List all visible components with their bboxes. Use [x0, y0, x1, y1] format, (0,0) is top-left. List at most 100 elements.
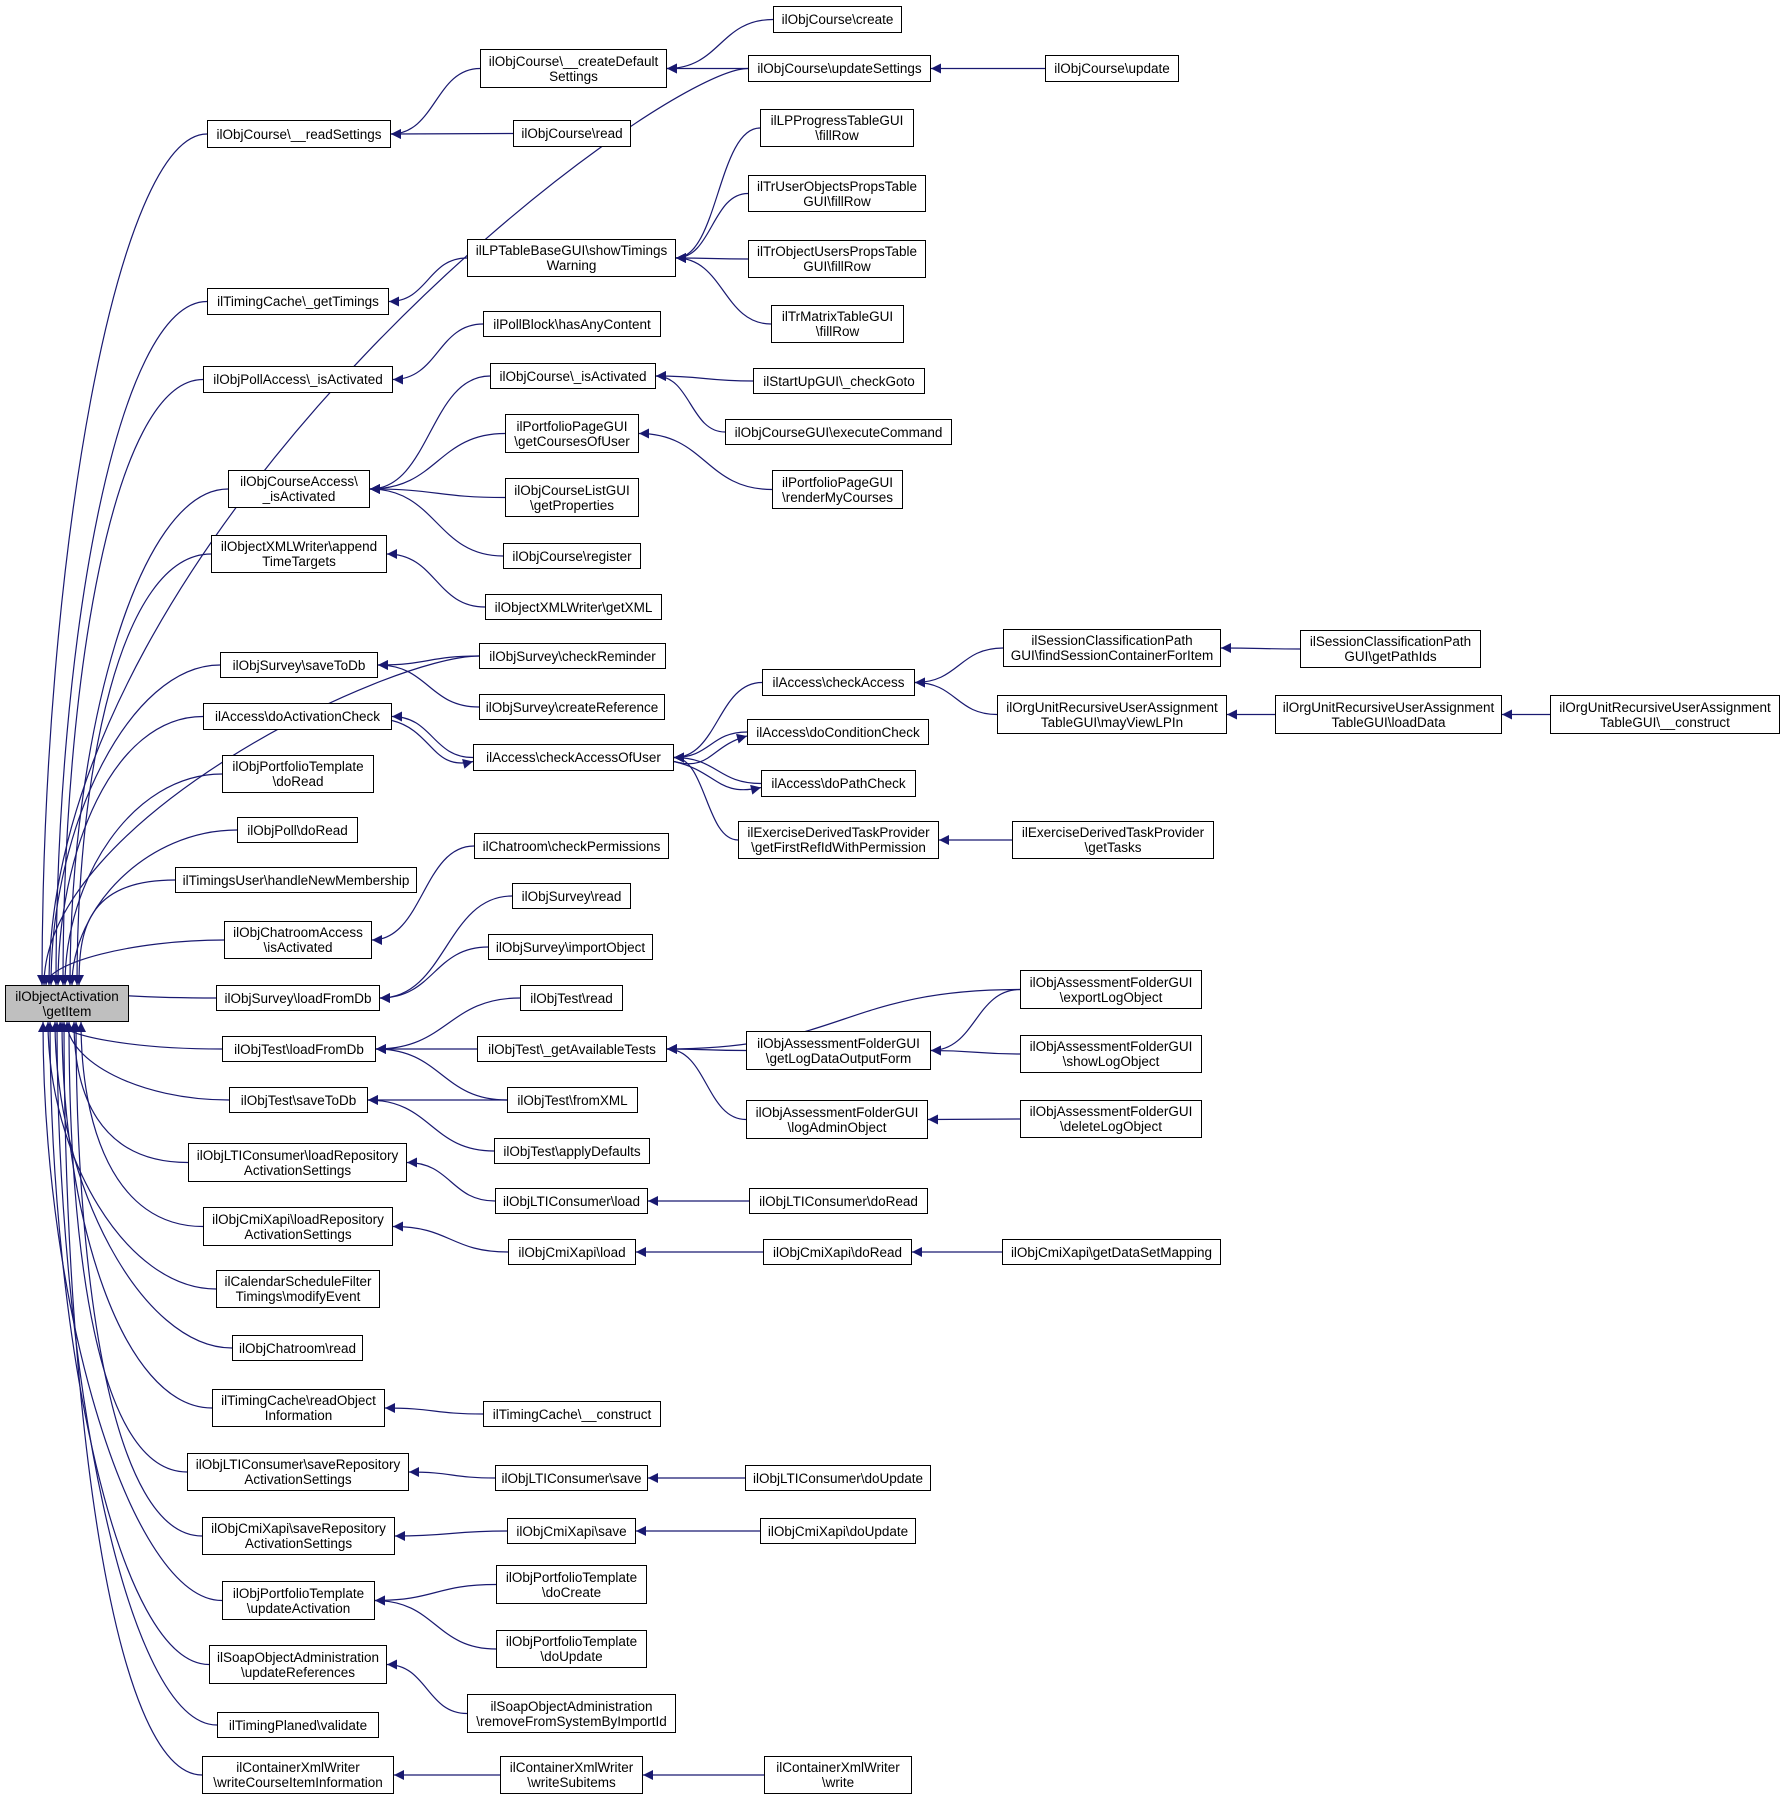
function-node[interactable]: ilObjCourse\register [503, 543, 641, 569]
function-node[interactable]: ilObjCourse\create [773, 6, 902, 33]
function-node[interactable]: ilTimingCache\__construct [483, 1401, 661, 1427]
function-node[interactable]: ilObjCourseGUI\executeCommand [725, 419, 952, 445]
function-node[interactable]: ilObjAssessmentFolderGUI\showLogObject [1020, 1035, 1202, 1073]
function-node[interactable]: ilObjLTIConsumer\save [495, 1465, 648, 1491]
function-node[interactable]: ilTimingsUser\handleNewMembership [175, 867, 417, 893]
function-node[interactable]: ilObjCourseAccess\_isActivated [228, 470, 370, 508]
node-label: ilObjSurvey\read [522, 889, 622, 904]
function-node[interactable]: ilObjCourse\read [513, 120, 631, 147]
function-node[interactable]: ilObjAssessmentFolderGUI\logAdminObject [746, 1100, 928, 1139]
function-node[interactable]: ilPollBlock\hasAnyContent [483, 311, 661, 337]
node-label-line: Settings [549, 68, 598, 84]
function-node[interactable]: ilAccess\checkAccessOfUser [473, 744, 674, 771]
function-node[interactable]: ilObjSurvey\createReference [479, 694, 665, 720]
call-edge [374, 1583, 497, 1606]
function-node[interactable]: ilObjectXMLWriter\getXML [485, 594, 662, 620]
function-node[interactable]: ilObjCmiXapi\getDataSetMapping [1002, 1239, 1221, 1265]
node-label-line: ilOrgUnitRecursiveUserAssignment [1006, 699, 1218, 715]
function-node[interactable]: ilContainerXmlWriter\writeCourseItemInfo… [202, 1756, 394, 1794]
node-label: ilObjCourse\__readSettings [216, 127, 381, 142]
root-function-node[interactable]: ilObjectActivation\getItem [5, 985, 129, 1022]
function-node[interactable]: ilObjCmiXapi\load [508, 1239, 636, 1265]
function-node[interactable]: ilTimingCache\_getTimings [207, 288, 389, 315]
function-node[interactable]: ilObjCmiXapi\doRead [763, 1239, 912, 1265]
function-node[interactable]: ilObjCourse\__readSettings [207, 120, 391, 148]
function-node[interactable]: ilSoapObjectAdministration\removeFromSys… [467, 1694, 676, 1733]
function-node[interactable]: ilObjPoll\doRead [237, 817, 358, 843]
function-node[interactable]: ilObjSurvey\importObject [488, 934, 653, 960]
node-label-line: ilLPProgressTableGUI [770, 113, 904, 128]
function-node[interactable]: ilObjAssessmentFolderGUI\deleteLogObject [1020, 1100, 1202, 1138]
function-node[interactable]: ilObjCourse\update [1045, 55, 1179, 82]
node-label-line: _isActivated [262, 489, 336, 504]
function-node[interactable]: ilObjPortfolioTemplate\doRead [222, 755, 374, 793]
node-label: ilObjCourseAccess\_isActivated [240, 474, 358, 504]
function-node[interactable]: ilPortfolioPageGUI\renderMyCourses [772, 470, 903, 509]
function-node[interactable]: ilChatroom\checkPermissions [474, 833, 669, 859]
function-node[interactable]: ilAccess\doConditionCheck [747, 719, 929, 745]
node-label: ilStartUpGUI\_checkGoto [763, 374, 915, 389]
function-node[interactable]: ilObjTest\read [520, 985, 623, 1011]
function-node[interactable]: ilObjAssessmentFolderGUI\getLogDataOutpu… [746, 1031, 931, 1070]
function-node[interactable]: ilObjLTIConsumer\doUpdate [745, 1465, 931, 1491]
node-label-line: ilContainerXmlWriter [509, 1760, 634, 1775]
function-node[interactable]: ilObjPortfolioTemplate\doCreate [496, 1565, 647, 1604]
function-node[interactable]: ilTimingPlaned\validate [217, 1712, 379, 1738]
function-node[interactable]: ilObjCourseListGUI\getProperties [505, 478, 639, 517]
function-node[interactable]: ilObjCourse\_isActivated [490, 363, 656, 389]
function-node[interactable]: ilObjCmiXapi\save [507, 1518, 636, 1544]
function-node[interactable]: ilObjChatroomAccess\isActivated [224, 921, 372, 959]
function-node[interactable]: ilSoapObjectAdministration\updateReferen… [209, 1645, 387, 1684]
function-node[interactable]: ilStartUpGUI\_checkGoto [753, 368, 925, 394]
function-node[interactable]: ilObjLTIConsumer\load [495, 1188, 648, 1214]
call-edge [374, 1595, 497, 1650]
function-node[interactable]: ilContainerXmlWriter\writeSubitems [500, 1756, 643, 1794]
node-label: ilPortfolioPageGUI\getCoursesOfUser [514, 419, 630, 449]
function-node[interactable]: ilExerciseDerivedTaskProvider\getFirstRe… [738, 821, 939, 859]
function-node[interactable]: ilObjSurvey\loadFromDb [216, 985, 380, 1011]
function-node[interactable]: ilObjLTIConsumer\doRead [749, 1188, 928, 1214]
function-node[interactable]: ilLPProgressTableGUI\fillRow [760, 109, 914, 147]
function-node[interactable]: ilContainerXmlWriter\write [764, 1756, 912, 1794]
function-node[interactable]: ilObjChatroom\read [232, 1335, 363, 1361]
function-node[interactable]: ilAccess\doActivationCheck [203, 703, 392, 730]
node-label-line: ilPortfolioPageGUI [516, 418, 628, 434]
function-node[interactable]: ilObjPortfolioTemplate\updateActivation [222, 1581, 375, 1620]
function-node[interactable]: ilObjCourse\updateSettings [748, 55, 931, 82]
function-node[interactable]: ilObjSurvey\checkReminder [479, 643, 666, 669]
function-node[interactable]: ilObjTest\_getAvailableTests [477, 1036, 667, 1062]
function-node[interactable]: ilObjPortfolioTemplate\doUpdate [496, 1630, 647, 1668]
function-node[interactable]: ilAccess\doPathCheck [761, 770, 916, 797]
function-node[interactable]: ilExerciseDerivedTaskProvider\getTasks [1012, 821, 1214, 859]
function-node[interactable]: ilTrMatrixTableGUI\fillRow [771, 305, 904, 343]
function-node[interactable]: ilObjTest\saveToDb [229, 1087, 368, 1113]
function-node[interactable]: ilPortfolioPageGUI\getCoursesOfUser [505, 414, 639, 453]
function-node[interactable]: ilObjCmiXapi\doUpdate [760, 1518, 916, 1544]
node-label: ilObjSurvey\checkReminder [489, 649, 656, 664]
function-node[interactable]: ilObjTest\fromXML [507, 1087, 638, 1113]
function-node[interactable]: ilObjAssessmentFolderGUI\exportLogObject [1020, 970, 1202, 1009]
function-node[interactable]: ilObjTest\loadFromDb [222, 1036, 376, 1062]
function-node[interactable]: ilObjTest\applyDefaults [494, 1138, 650, 1164]
function-node[interactable]: ilObjPollAccess\_isActivated [203, 366, 393, 393]
function-node[interactable]: ilObjSurvey\saveToDb [220, 652, 378, 678]
function-node[interactable]: ilObjSurvey\read [512, 883, 631, 909]
node-label: ilObjCourse\read [521, 126, 622, 141]
function-node[interactable]: ilAccess\checkAccess [762, 669, 915, 696]
